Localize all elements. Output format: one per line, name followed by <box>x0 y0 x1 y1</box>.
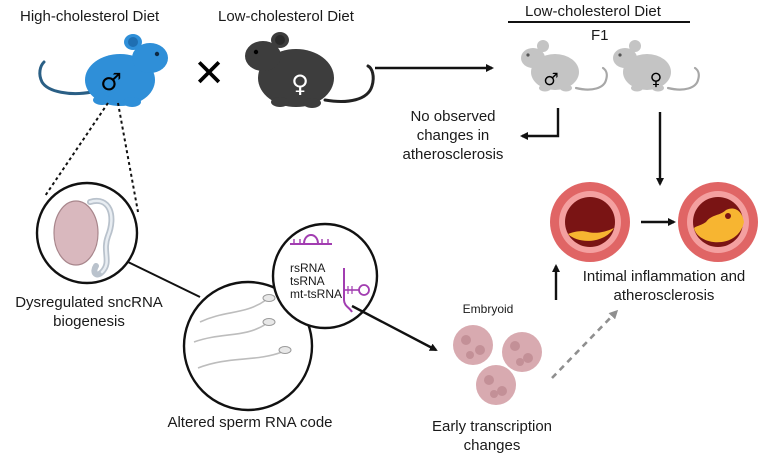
f1-female-mouse-icon <box>613 40 700 92</box>
dysregulated-label-line2: biogenesis <box>53 313 125 330</box>
f1-female-symbol-icon: ♀ <box>650 70 662 90</box>
male-outcome-arrow <box>520 108 560 140</box>
embryoid-cluster-icon <box>453 325 542 405</box>
low-cholesterol-diet-parent-label: Low-cholesterol Diet <box>218 8 354 25</box>
male-symbol-icon: ♂ <box>100 68 122 96</box>
cross-icon: ✕ <box>193 51 225 95</box>
female-parent-mouse-icon <box>245 32 375 108</box>
early-transcription-label-line2: changes <box>463 437 521 454</box>
artery-advanced-icon <box>678 182 758 262</box>
f1-generation-label: F1 <box>591 27 609 44</box>
f1-male-symbol-icon: ♂ <box>543 70 558 90</box>
no-change-label-line2: changes in <box>416 127 490 144</box>
zoom-line-right <box>117 102 139 213</box>
sperm-cells-icon <box>182 280 314 412</box>
testis-detail-icon <box>35 181 139 285</box>
rna-detail-icon <box>271 222 379 330</box>
zoom-line-left <box>44 102 109 197</box>
female-symbol-icon: ♀ <box>291 70 309 98</box>
embryo-to-disease-arrow <box>551 309 619 379</box>
no-change-label-line1: No observed <box>410 108 496 125</box>
low-cholesterol-diet-offspring-label: Low-cholesterol Diet <box>525 3 661 20</box>
high-cholesterol-diet-label: High-cholesterol Diet <box>20 8 160 25</box>
testis-sperm-connector <box>127 261 201 298</box>
f1-male-mouse-icon <box>521 40 608 92</box>
male-parent-mouse-icon <box>38 34 168 107</box>
sperm-to-embryo-arrow <box>351 304 438 352</box>
embryoid-label: Embryoid <box>462 302 514 316</box>
inflammation-label-line2: atherosclerosis <box>613 287 715 304</box>
inflammation-label-line1: Intimal inflammation and <box>582 268 746 285</box>
rsrna-label: rsRNA <box>290 261 326 275</box>
artery-early-icon <box>550 182 630 262</box>
tsrna-label: tsRNA <box>290 274 325 288</box>
sperm-rna-code-label: Altered sperm RNA code <box>167 414 333 431</box>
mt-tsrna-label: mt-tsRNA <box>290 287 342 301</box>
no-change-label-line3: atherosclerosis <box>402 146 504 163</box>
early-transcription-label-line1: Early transcription <box>431 418 553 435</box>
dysregulated-label-line1: Dysregulated sncRNA <box>15 294 163 311</box>
